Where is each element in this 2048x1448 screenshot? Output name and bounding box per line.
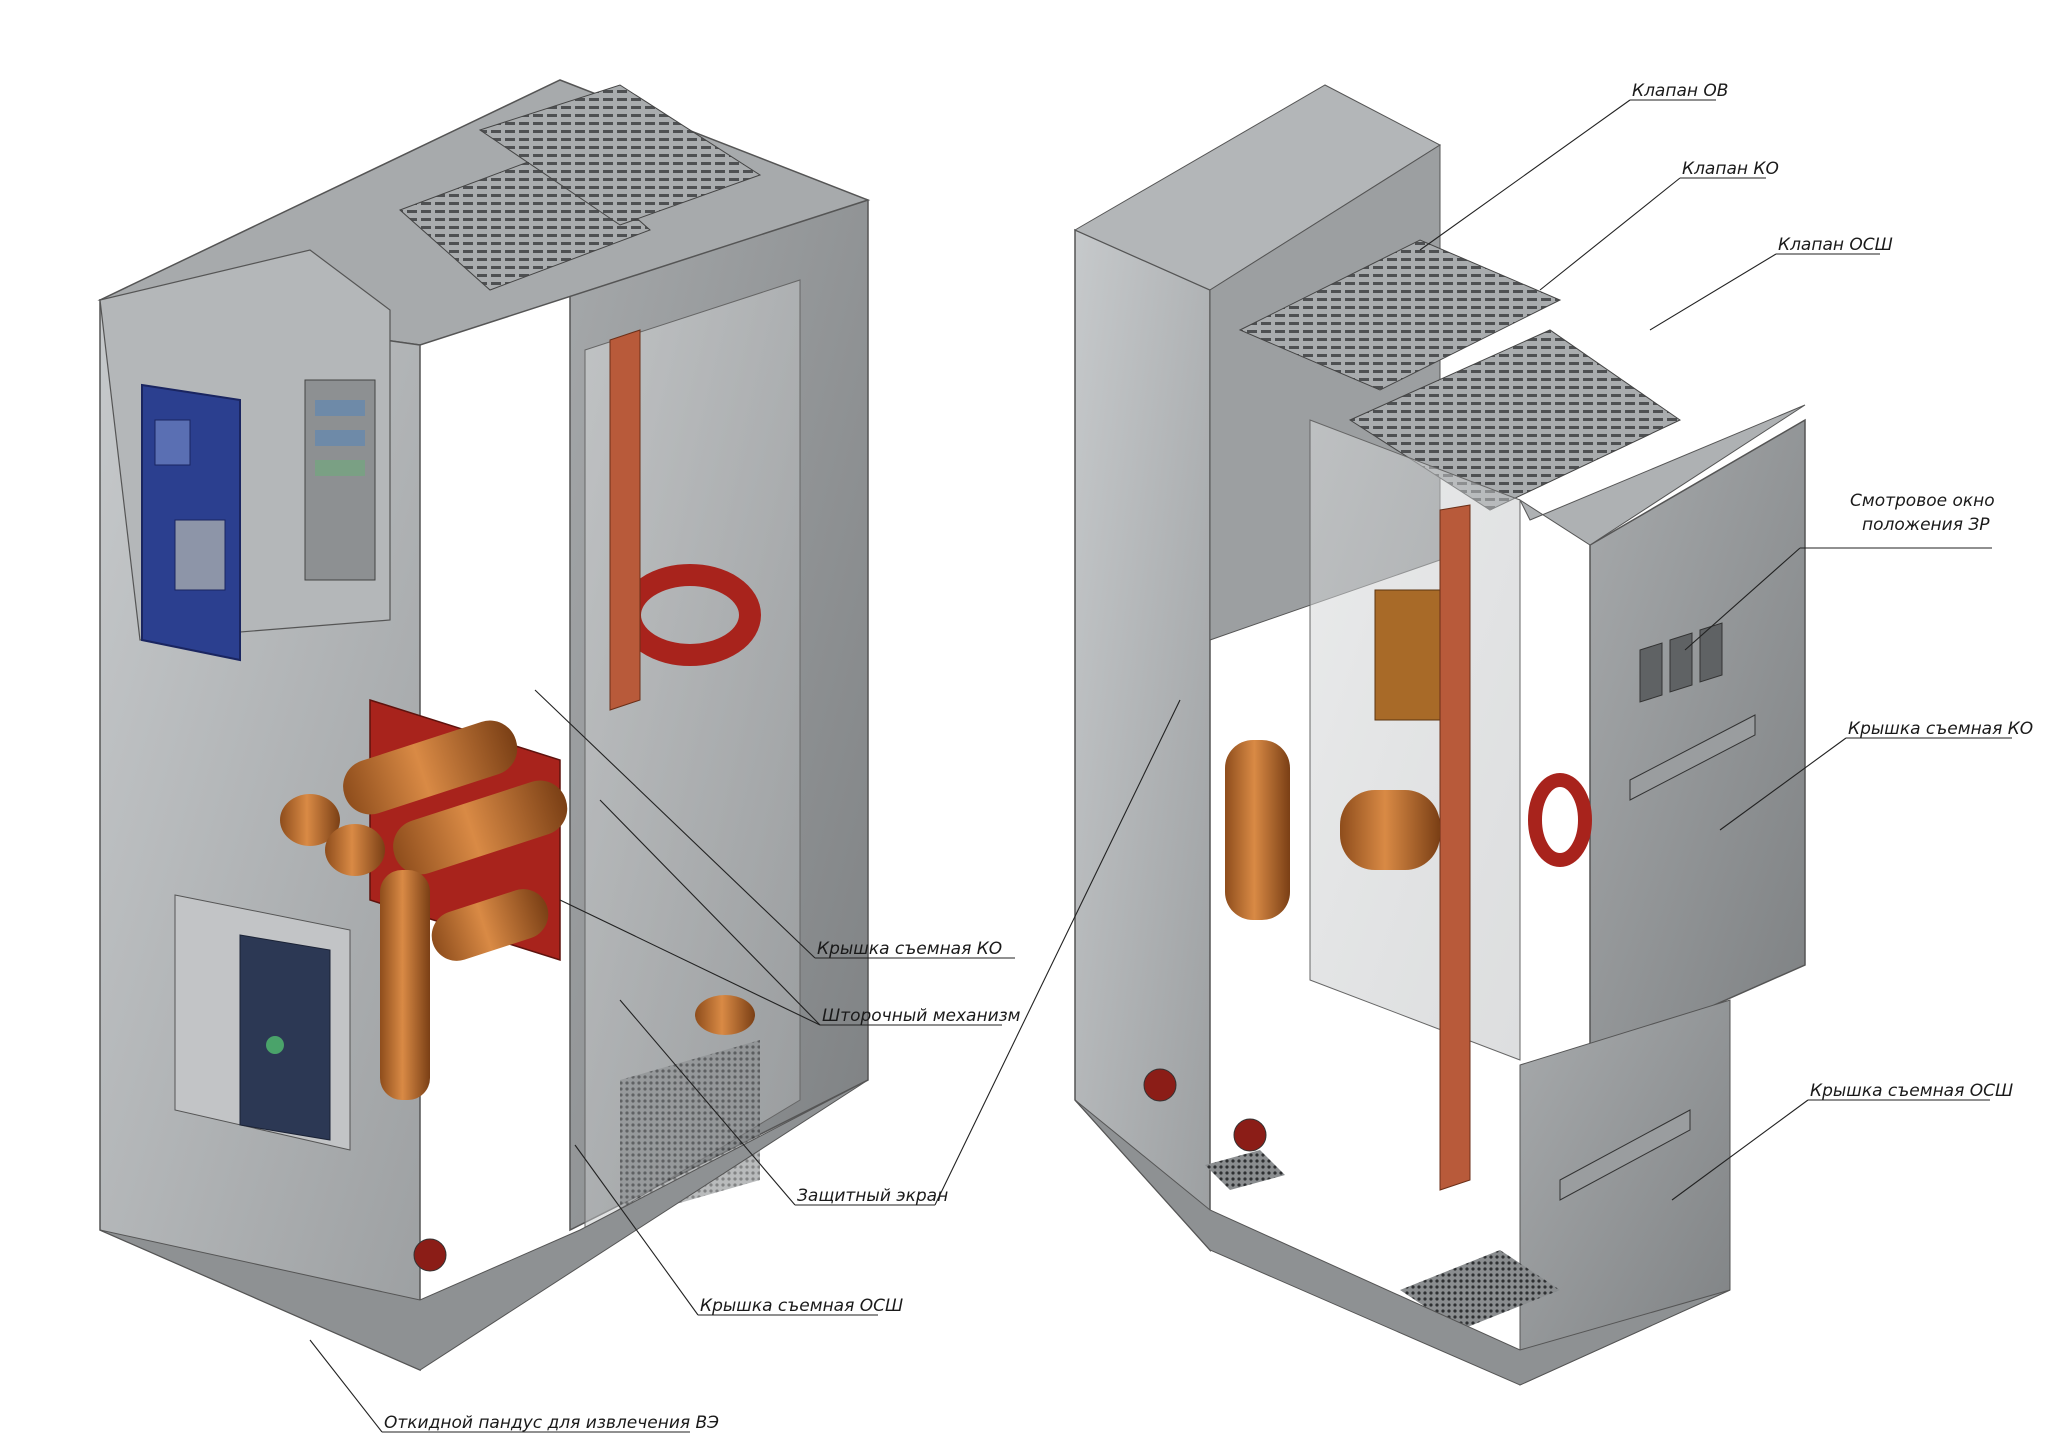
leader-line: [619, 999, 796, 1206]
cover-handle: [1629, 714, 1756, 801]
right-roof-edge: [1518, 404, 1806, 546]
callout-cover-ko-left: Крышка съемная КО: [534, 689, 1015, 959]
callout-valve-ko: Клапан КО: [1539, 159, 1779, 291]
label-valve-ko: Клапан КО: [1682, 159, 1779, 179]
leader-line: [1649, 253, 1777, 331]
wheel: [1143, 1068, 1177, 1102]
callout-viewing-window: Смотровое окно положения ЗР: [1684, 491, 1995, 651]
right-cabinet-left-side: [1074, 228, 1211, 1252]
leader-line: [309, 1339, 383, 1433]
contact-head: [280, 794, 340, 846]
callouts: Клапан ОВ Клапан КО Клапан ОСШ Смотровое…: [309, 81, 2033, 1433]
right-floor-mesh-front: [1205, 1150, 1285, 1190]
lower-cover-handle: [1559, 1109, 1691, 1201]
callout-ramp: Откидной пандус для извлечения ВЭ: [309, 1339, 719, 1433]
callout-valve-osh: Клапан ОСШ: [1649, 235, 1893, 331]
terminal-block: [315, 430, 365, 446]
left-cabinet: [97, 79, 871, 1372]
label-shutter-mechanism: Шторочный механизм: [822, 1006, 1021, 1026]
callout-protective-screen: Защитный экран: [619, 699, 1181, 1206]
label-protective-screen: Защитный экран: [797, 1186, 948, 1206]
callout-shutter-mechanism: Шторочный механизм: [559, 799, 1021, 1026]
right-ct-ring: [1528, 773, 1592, 867]
contact-arm: [431, 889, 549, 961]
leader-line: [599, 799, 821, 1026]
right-cabinet-right-side: [1589, 418, 1806, 1062]
contact-arm: [343, 720, 518, 815]
breaker-indicator: [266, 1036, 284, 1054]
wheel: [413, 1238, 447, 1272]
contact-arm: [393, 780, 568, 875]
right-cabinet: [1073, 84, 1806, 1386]
callout-cover-ko-right: Крышка съемная КО: [1719, 719, 2033, 831]
leader-line: [1539, 177, 1681, 291]
leader-line: [1671, 1099, 1809, 1201]
label-cover-osh-left: Крышка съемная ОСШ: [700, 1296, 903, 1316]
control-panel-display: [154, 419, 191, 466]
label-viewing-window-line2: положения ЗР: [1862, 515, 1990, 535]
label-valve-ov: Клапан ОВ: [1632, 81, 1728, 101]
terminal-block: [315, 400, 365, 416]
right-cabinet-base: [1074, 1099, 1731, 1386]
right-contact-head: [1340, 790, 1440, 870]
leader-line: [1719, 737, 1847, 831]
contact-head: [325, 824, 385, 876]
callout-cover-osh-left: Крышка съемная ОСШ: [574, 1144, 903, 1316]
callout-valve-ov: Клапан ОВ: [1419, 81, 1728, 251]
left-top-vent-grate-rear: [478, 84, 762, 226]
wheel: [1233, 1118, 1267, 1152]
right-floor-mesh: [1400, 1250, 1560, 1330]
leader-line: [934, 699, 1181, 1206]
left-floor-mesh: [620, 1040, 760, 1220]
label-cover-ko-right: Крышка съемная КО: [1848, 719, 2033, 739]
label-cover-ko-left: Крышка съемная КО: [817, 939, 1002, 959]
right-copper-busbar: [1439, 504, 1471, 1191]
vacuum-pole: [380, 870, 430, 1100]
leader-line: [1684, 547, 1801, 651]
copper-contact-arms: [280, 720, 755, 1100]
label-valve-osh: Клапан ОСШ: [1778, 235, 1893, 255]
right-vacuum-pole: [1225, 740, 1290, 920]
leader-line: [559, 899, 821, 1026]
leader-line: [1419, 99, 1631, 251]
label-cover-osh-right: Крышка съемная ОСШ: [1810, 1081, 2013, 1101]
leader-line: [574, 1144, 699, 1316]
copper-busbar: [609, 329, 641, 711]
terminal-block: [315, 460, 365, 476]
right-transparent-interior: [1309, 419, 1521, 1061]
right-top-vent-grate: [1238, 239, 1562, 391]
label-viewing-window-line1: Смотровое окно: [1850, 491, 1995, 511]
viewing-window: [1669, 632, 1693, 693]
leader-line: [534, 689, 816, 959]
control-panel-screen: [174, 519, 226, 591]
breaker-front-panel: [239, 934, 331, 1141]
left-cabinet-base: [99, 1079, 869, 1371]
viewing-window: [1699, 622, 1723, 683]
bushing: [695, 995, 755, 1035]
viewing-window: [1639, 642, 1663, 703]
callout-cover-osh-right: Крышка съемная ОСШ: [1671, 1081, 2013, 1201]
label-ramp: Откидной пандус для извлечения ВЭ: [384, 1413, 719, 1433]
